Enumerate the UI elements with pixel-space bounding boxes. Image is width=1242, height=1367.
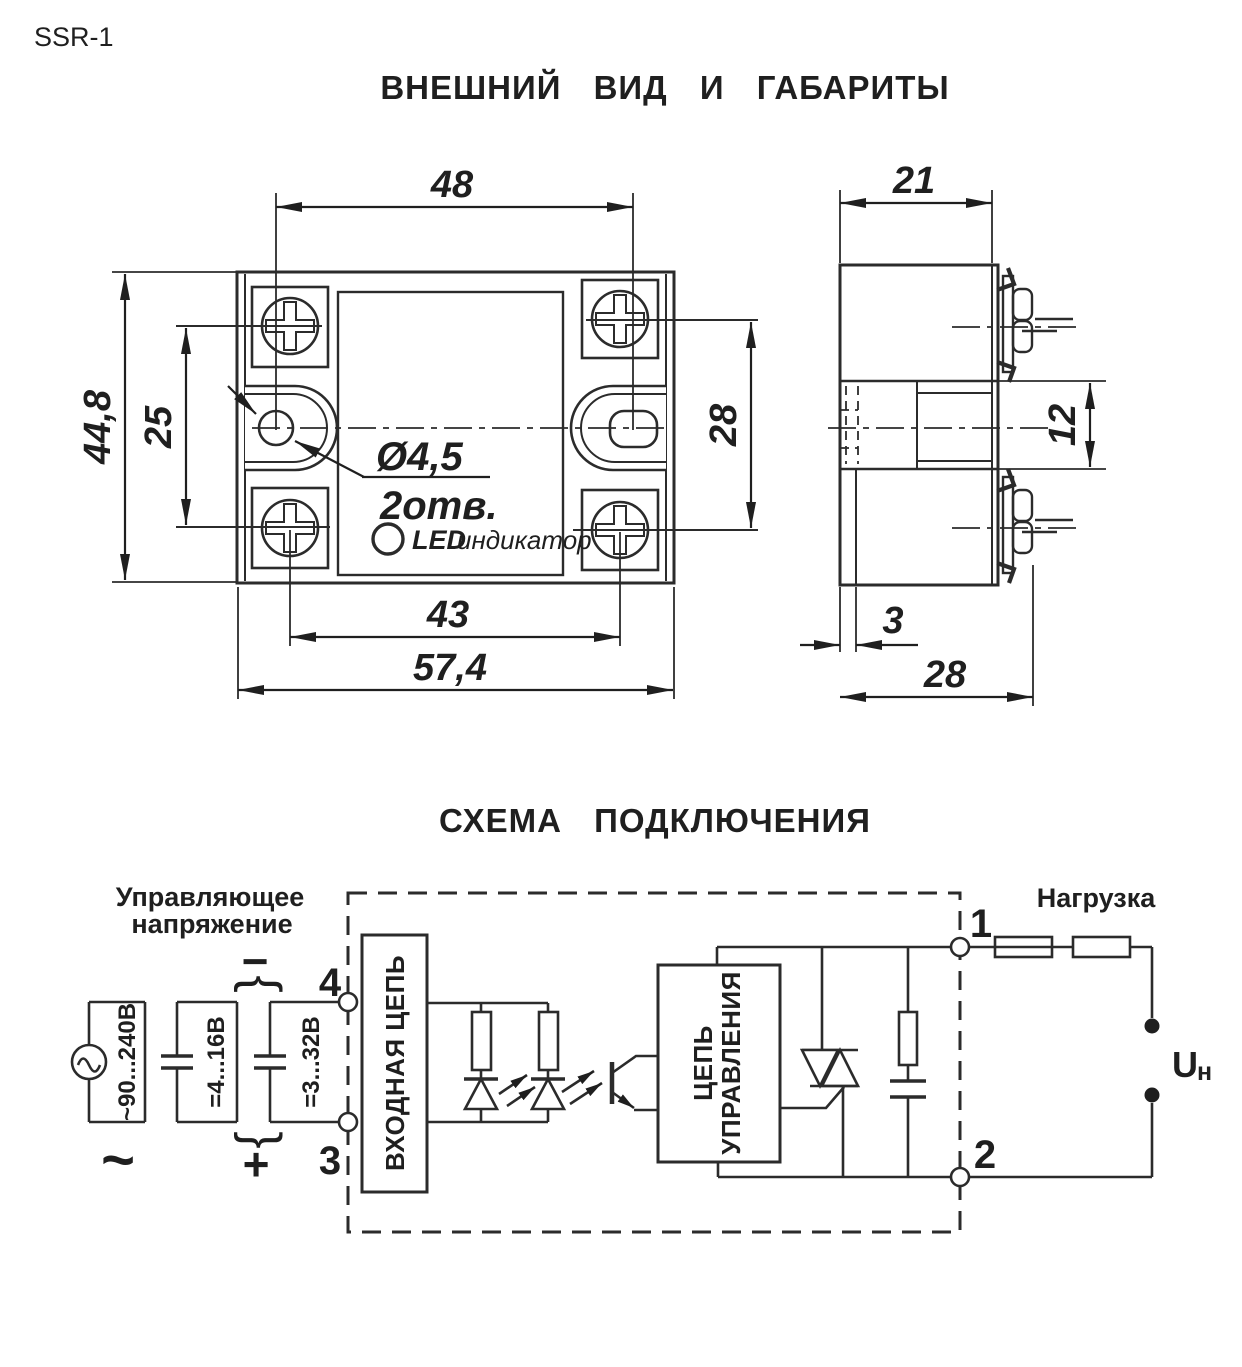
- supply-node-top: [1144, 1018, 1160, 1034]
- dimension-43: 43: [290, 594, 620, 642]
- brace-bottom-icon: }: [233, 1131, 291, 1148]
- phototransistor-icon: [609, 1054, 658, 1112]
- input-circuit-block: [360, 933, 429, 1194]
- dimension-28-front: 28: [703, 322, 756, 528]
- snubber-circuit: [890, 947, 926, 1177]
- triac-icon: [780, 947, 861, 1177]
- dc-range-2-label: =3...32В: [298, 1016, 325, 1107]
- optocoupler-emitters: [427, 1001, 603, 1124]
- svg-text:48: 48: [430, 164, 474, 206]
- supply-node-bottom: [1144, 1087, 1160, 1103]
- led-icon: [371, 522, 405, 556]
- ac-symbol: ~: [101, 1128, 135, 1193]
- dimension-21: 21: [840, 160, 992, 208]
- dc-branch-1: =4...16В: [161, 1000, 239, 1124]
- svg-text:LED: LED: [412, 525, 466, 555]
- terminal-4-label: 4: [319, 961, 342, 1005]
- terminal-3-node: [337, 1111, 359, 1133]
- dimension-44-8: 44,8: [77, 274, 130, 580]
- control-voltage-label-1: Управляющее: [116, 882, 305, 912]
- model-label: SSR-1: [34, 22, 114, 52]
- dimension-28-side: 28: [840, 654, 1033, 702]
- terminal-1-label: 1: [970, 902, 992, 946]
- resistor-icon: [470, 1010, 493, 1072]
- terminal-3-label: 3: [319, 1139, 341, 1183]
- svg-text:25: 25: [138, 405, 180, 449]
- resistor-icon: [537, 1010, 560, 1072]
- control-voltage-label-2: напряжение: [131, 909, 292, 939]
- control-circuit-label-1: ЦЕПЬ: [688, 1025, 718, 1101]
- hole-diameter-label: Ø4,5: [376, 435, 463, 479]
- svg-text:43: 43: [426, 594, 469, 636]
- polarity-plus: +: [243, 1138, 270, 1190]
- dimension-48: 48: [276, 164, 633, 212]
- hole-callout: Ø4,5 2отв.: [227, 385, 498, 528]
- terminal-4-node: [337, 991, 359, 1013]
- led-diode-icon: [529, 1076, 567, 1111]
- input-circuit-label: ВХОДНАЯ ЦЕПЬ: [380, 955, 410, 1171]
- svg-text:28: 28: [703, 403, 745, 447]
- svg-text:44,8: 44,8: [77, 389, 119, 465]
- dimension-57-4: 57,4: [238, 647, 673, 695]
- page-title: ВНЕШНИЙ ВИД И ГАБАРИТЫ: [380, 68, 949, 106]
- terminal-2-label: 2: [974, 1133, 996, 1177]
- front-view: 48 44,8 25 28 43 57,4 Ø4,5 2отв.: [77, 164, 758, 699]
- connection-schema: СХЕМА ПОДКЛЮЧЕНИЯ Управляющее напряжение…: [70, 802, 1212, 1234]
- ac-source-branch: ~90...240В ~: [70, 1000, 147, 1193]
- load-circuit: Нагрузка U н: [969, 883, 1212, 1179]
- brace-top-icon: {: [233, 975, 291, 992]
- load-resistor-icon: [1071, 935, 1132, 959]
- ac-range-label: ~90...240В: [114, 1003, 141, 1121]
- schema-title: СХЕМА ПОДКЛЮЧЕНИЯ: [439, 802, 871, 839]
- dimension-25: 25: [138, 328, 191, 525]
- dc-range-1-label: =4...16В: [203, 1016, 230, 1107]
- relay-cover-panel: [336, 290, 565, 577]
- side-view: 21 12 3 28: [800, 160, 1106, 706]
- svg-text:3: 3: [882, 600, 903, 642]
- led-diode-icon: [462, 1076, 500, 1111]
- svg-text:28: 28: [923, 654, 967, 696]
- svg-text:57,4: 57,4: [413, 647, 487, 689]
- polarity-minus: −: [242, 935, 269, 987]
- terminal-1-node: [949, 936, 971, 958]
- led-indicator: LED индикатор: [371, 522, 592, 556]
- relay-body-side: [838, 263, 1000, 587]
- relay-boundary: [346, 891, 962, 1234]
- dc-branch-2: =3...32В: [254, 1000, 348, 1124]
- load-label: Нагрузка: [1037, 883, 1156, 913]
- load-voltage-label: U: [1172, 1044, 1198, 1085]
- terminal-2-node: [949, 1166, 971, 1188]
- dimension-3: 3: [800, 600, 918, 650]
- control-circuit-label-2: УПРАВЛЕНИЯ: [716, 971, 746, 1155]
- dimension-12: 12: [1042, 383, 1095, 467]
- svg-text:21: 21: [892, 160, 935, 202]
- hole-count-label: 2отв.: [379, 484, 498, 528]
- resistor-icon: [897, 1010, 919, 1067]
- svg-text:12: 12: [1042, 404, 1084, 446]
- output-stage: [715, 945, 951, 1179]
- load-voltage-subscript: н: [1197, 1058, 1212, 1086]
- svg-text:индикатор: индикатор: [457, 525, 592, 555]
- ac-source-icon: [70, 1043, 108, 1081]
